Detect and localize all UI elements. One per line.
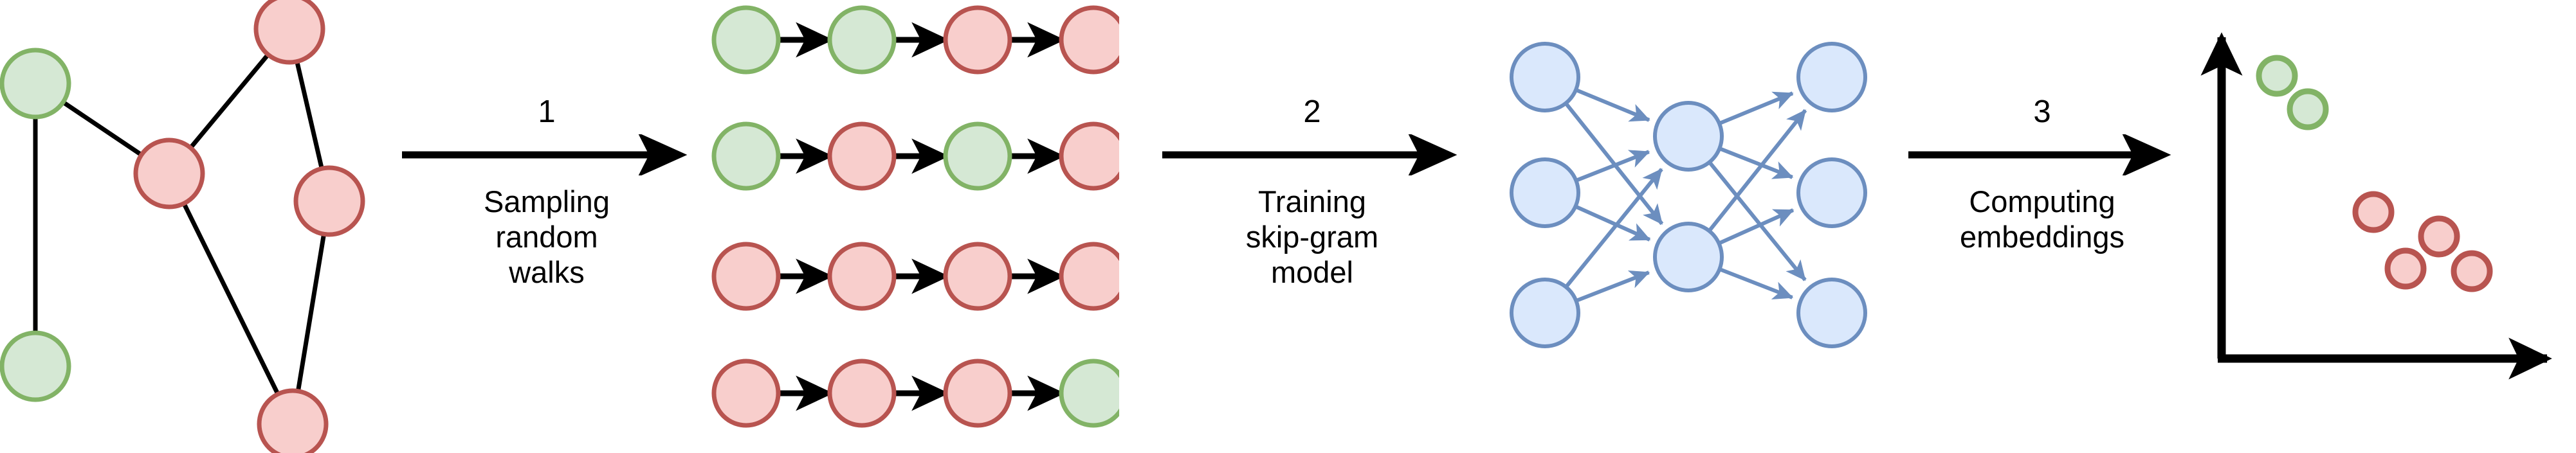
step-2-panel: 2 Training skip-gram model (1132, 0, 1492, 453)
network-node-input[interactable] (1510, 157, 1580, 228)
step-2-number: 2 (1303, 94, 1321, 129)
scatter-point[interactable] (2352, 191, 2395, 233)
step-3-caption: Computing embeddings (1959, 184, 2125, 254)
walk-row (711, 121, 1119, 191)
network-node-hidden[interactable] (1653, 222, 1724, 292)
walk-node[interactable] (711, 242, 781, 311)
scatter-point-group (2256, 55, 2493, 292)
network-edge (1708, 109, 1807, 231)
step-2-caption: Training skip-gram model (1245, 184, 1379, 289)
graph-edge (187, 51, 272, 152)
walk-row-group (711, 5, 1119, 428)
network-edge (1576, 150, 1650, 182)
scatter-point[interactable] (2384, 247, 2427, 290)
walk-row (711, 5, 1119, 75)
graph-edge (294, 58, 325, 172)
network-edge (1719, 208, 1795, 245)
walk-node[interactable] (943, 121, 1012, 191)
graph-edge (295, 231, 327, 395)
walk-node[interactable] (827, 242, 897, 311)
walk-node[interactable] (943, 359, 1012, 428)
graph-node[interactable] (257, 388, 329, 453)
step-1-caption: Sampling random walks (484, 184, 610, 289)
walk-row (711, 242, 1119, 311)
network-node-group (1510, 42, 1867, 348)
network-node-input[interactable] (1510, 278, 1580, 348)
walk-node[interactable] (827, 121, 897, 191)
step-3-panel: 3 Computing embeddings (1891, 0, 2193, 453)
graph-node[interactable] (0, 330, 71, 402)
network-edge (1719, 91, 1794, 125)
graph-node[interactable] (293, 165, 365, 237)
scatter-point[interactable] (2451, 250, 2493, 292)
random-walks-panel (708, 0, 1119, 453)
scatter-axes (2200, 32, 2552, 380)
walk-row (711, 359, 1119, 428)
network-edge (1576, 88, 1650, 122)
walk-node[interactable] (1059, 242, 1119, 311)
walk-node[interactable] (1059, 359, 1119, 428)
step-2-arrow (1132, 134, 1492, 175)
graph-node[interactable] (253, 0, 325, 65)
input-graph-svg (0, 0, 365, 453)
walk-node[interactable] (1059, 5, 1119, 75)
graph-node[interactable] (0, 48, 71, 120)
walk-node[interactable] (827, 5, 897, 75)
skip-gram-network-svg (1510, 42, 1867, 348)
graph-edge (59, 98, 145, 159)
walk-node[interactable] (827, 359, 897, 428)
graph-edge (181, 200, 281, 398)
network-edge (1720, 267, 1794, 300)
walk-node[interactable] (943, 242, 1012, 311)
network-node-input[interactable] (1510, 42, 1580, 112)
network-edge (1565, 168, 1663, 287)
walk-node[interactable] (711, 5, 781, 75)
graph-node-group (0, 0, 365, 453)
walk-node[interactable] (711, 121, 781, 191)
scatter-point[interactable] (2287, 88, 2329, 130)
network-node-hidden[interactable] (1653, 101, 1724, 172)
embedding-scatter-panel (2187, 0, 2576, 453)
walk-node[interactable] (1059, 121, 1119, 191)
graph-node[interactable] (133, 138, 205, 209)
network-node-output[interactable] (1796, 157, 1867, 228)
step-1-number: 1 (538, 94, 556, 129)
network-edge (1576, 270, 1650, 303)
random-walks-svg (711, 5, 1119, 428)
scatter-point[interactable] (2418, 215, 2460, 258)
walk-node[interactable] (711, 359, 781, 428)
network-node-output[interactable] (1796, 42, 1867, 112)
walk-node[interactable] (943, 5, 1012, 75)
input-graph-panel (0, 0, 399, 453)
step-3-number: 3 (2033, 94, 2051, 129)
graph-edge-group (33, 51, 327, 398)
network-node-output[interactable] (1796, 278, 1867, 348)
network-edge-group (1565, 88, 1807, 303)
step-1-arrow (386, 134, 708, 175)
step-3-arrow (1891, 134, 2193, 175)
skip-gram-network-panel (1492, 0, 1891, 453)
embedding-scatter-svg (2200, 32, 2552, 380)
network-edge (1576, 205, 1651, 242)
step-1-panel: 1 Sampling random walks (386, 0, 708, 453)
scatter-point[interactable] (2256, 55, 2298, 97)
network-edge (1720, 147, 1794, 179)
network-edge (1708, 162, 1807, 281)
